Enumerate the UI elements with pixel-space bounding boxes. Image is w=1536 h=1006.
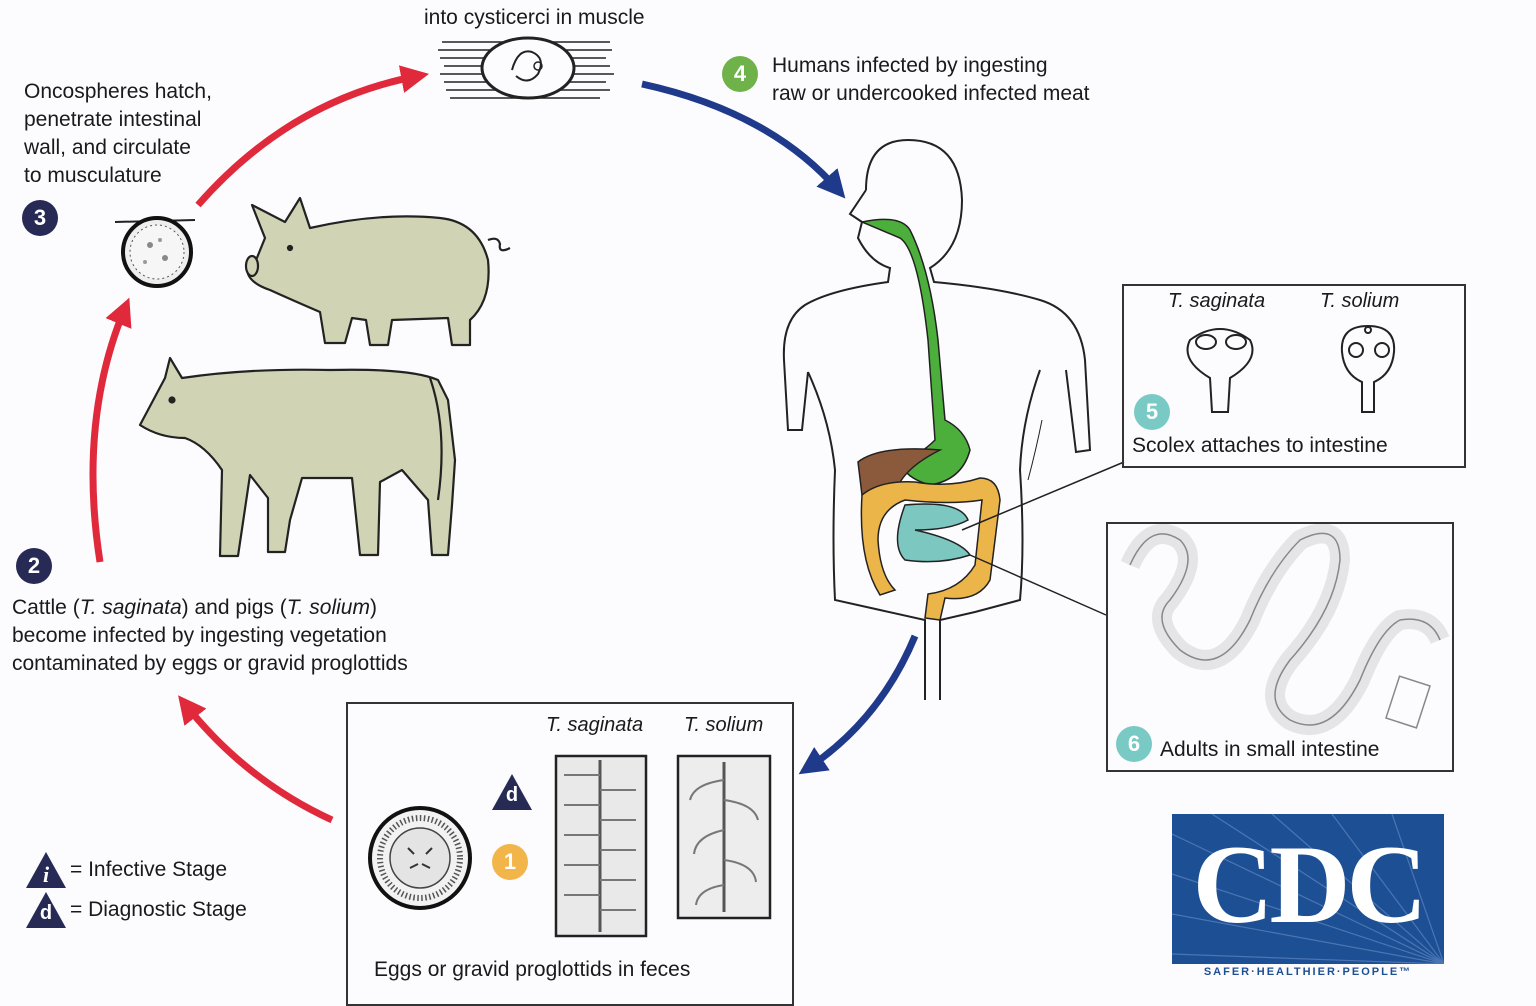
legend-diagnostic-triangle-icon: d [24, 890, 68, 930]
cdc-tagline: SAFER·HEALTHIER·PEOPLE™ [1172, 966, 1444, 978]
stage-2-line1-pre: Cattle ( [12, 596, 80, 619]
stage-3-line1: Oncospheres hatch, [24, 78, 212, 106]
stage-4-line2: raw or undercooked infected meat [772, 80, 1090, 108]
stage-2-line1: Cattle (T. saginata) and pigs (T. solium… [12, 594, 377, 622]
arrow-animals-to-oncosphere [93, 308, 125, 562]
diagnostic-stage-letter: d [490, 784, 534, 807]
cow-illustration [140, 358, 455, 556]
cysticercus-in-muscle-icon [438, 38, 614, 98]
legend-infective-triangle-icon: i [24, 850, 68, 890]
legend-diagnostic-letter: d [24, 902, 68, 925]
stage-6-badge: 6 [1116, 726, 1152, 762]
stage-5-species-solium: T. solium [1320, 290, 1399, 313]
stage-4-badge: 4 [722, 56, 758, 92]
pig-illustration [246, 198, 510, 345]
stage-3-line3: wall, and circulate [24, 134, 191, 162]
cdc-logo: CDC [1172, 814, 1444, 964]
arrow-human-to-feces [808, 636, 915, 768]
stage-5-badge: 5 [1134, 394, 1170, 430]
stage-4-line1: Humans infected by ingesting [772, 52, 1048, 80]
legend-infective-label: = Infective Stage [70, 856, 227, 884]
stage-1-badge: 1 [492, 844, 528, 880]
legend-infective-letter: i [24, 862, 68, 888]
stage-1-label: Eggs or gravid proglottids in feces [374, 956, 690, 984]
diagnostic-stage-triangle-icon: d [490, 772, 534, 812]
stage-5-label: Scolex attaches to intestine [1132, 432, 1388, 460]
legend-diagnostic-label: = Diagnostic Stage [70, 896, 247, 924]
stage-2-line2: become infected by ingesting vegetation [12, 622, 387, 650]
stage-1-species-solium: T. solium [684, 714, 763, 737]
oncosphere-icon [115, 218, 195, 286]
stage-6-box [1106, 522, 1454, 772]
stage-2-line1-post: ) [370, 596, 377, 619]
digestive-tract-icon [858, 219, 1000, 620]
leader-line-adults [970, 555, 1106, 615]
stage-5-species-saginata: T. saginata [1168, 290, 1265, 313]
stage-3-line4: to musculature [24, 162, 162, 190]
arrow-feces-to-animals [185, 704, 332, 820]
stage-3-line2: penetrate intestinal [24, 106, 201, 134]
stage-muscle-label: into cysticerci in muscle [424, 4, 645, 32]
stage-2-species-saginata: T. saginata [80, 596, 182, 619]
stage-1-species-saginata: T. saginata [546, 714, 643, 737]
stage-2-species-solium: T. solium [287, 596, 370, 619]
stage-2-line3: contaminated by eggs or gravid proglotti… [12, 650, 408, 678]
stage-2-badge: 2 [16, 548, 52, 584]
stage-3-badge: 3 [22, 200, 58, 236]
arrow-oncosphere-to-muscle [198, 76, 418, 205]
stage-2-line1-mid: ) and pigs ( [182, 596, 287, 619]
stage-6-label: Adults in small intestine [1160, 736, 1379, 764]
cdc-logo-text: CDC [1172, 820, 1444, 950]
